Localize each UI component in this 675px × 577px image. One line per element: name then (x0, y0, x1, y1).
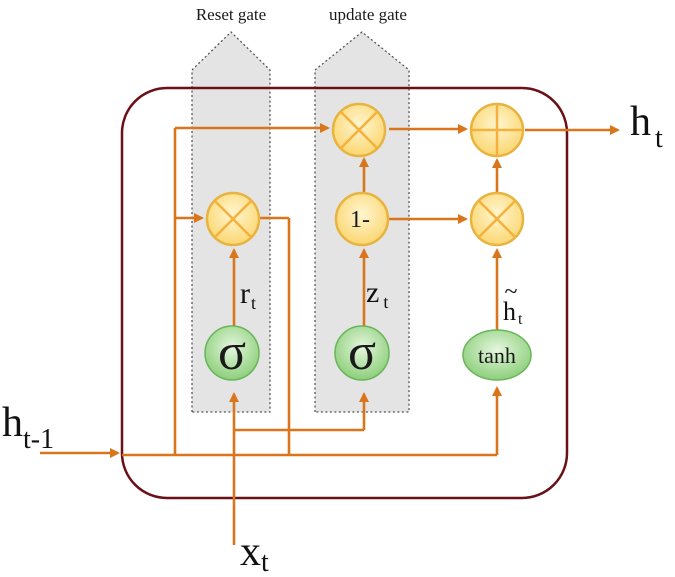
reset-gate-label: Reset gate (196, 5, 266, 24)
reset-multiply-icon (205, 191, 261, 247)
update-multiply-icon (331, 102, 387, 158)
tanh-node: tanh (462, 329, 532, 381)
h-tilde-mark: ~ (505, 279, 518, 305)
update-sigma-symbol: σ (348, 324, 376, 381)
one-minus-label: 1- (350, 207, 370, 233)
gru-cell-border (120, 86, 569, 500)
h-t-minus-1-label: ht-1 (2, 400, 54, 455)
reset-sigma-node: σ (204, 324, 260, 381)
r-t-label: rt (240, 277, 256, 313)
update-gate-label: update gate (329, 5, 407, 24)
add-node-icon (469, 102, 525, 158)
reset-sigma-symbol: σ (218, 324, 246, 381)
candidate-multiply-icon (469, 191, 525, 247)
one-minus-node: 1- (334, 191, 390, 247)
tanh-label: tanh (478, 343, 516, 368)
x-t-label: xt (240, 529, 269, 577)
connection-lines (40, 123, 620, 545)
update-sigma-node: σ (334, 324, 390, 381)
